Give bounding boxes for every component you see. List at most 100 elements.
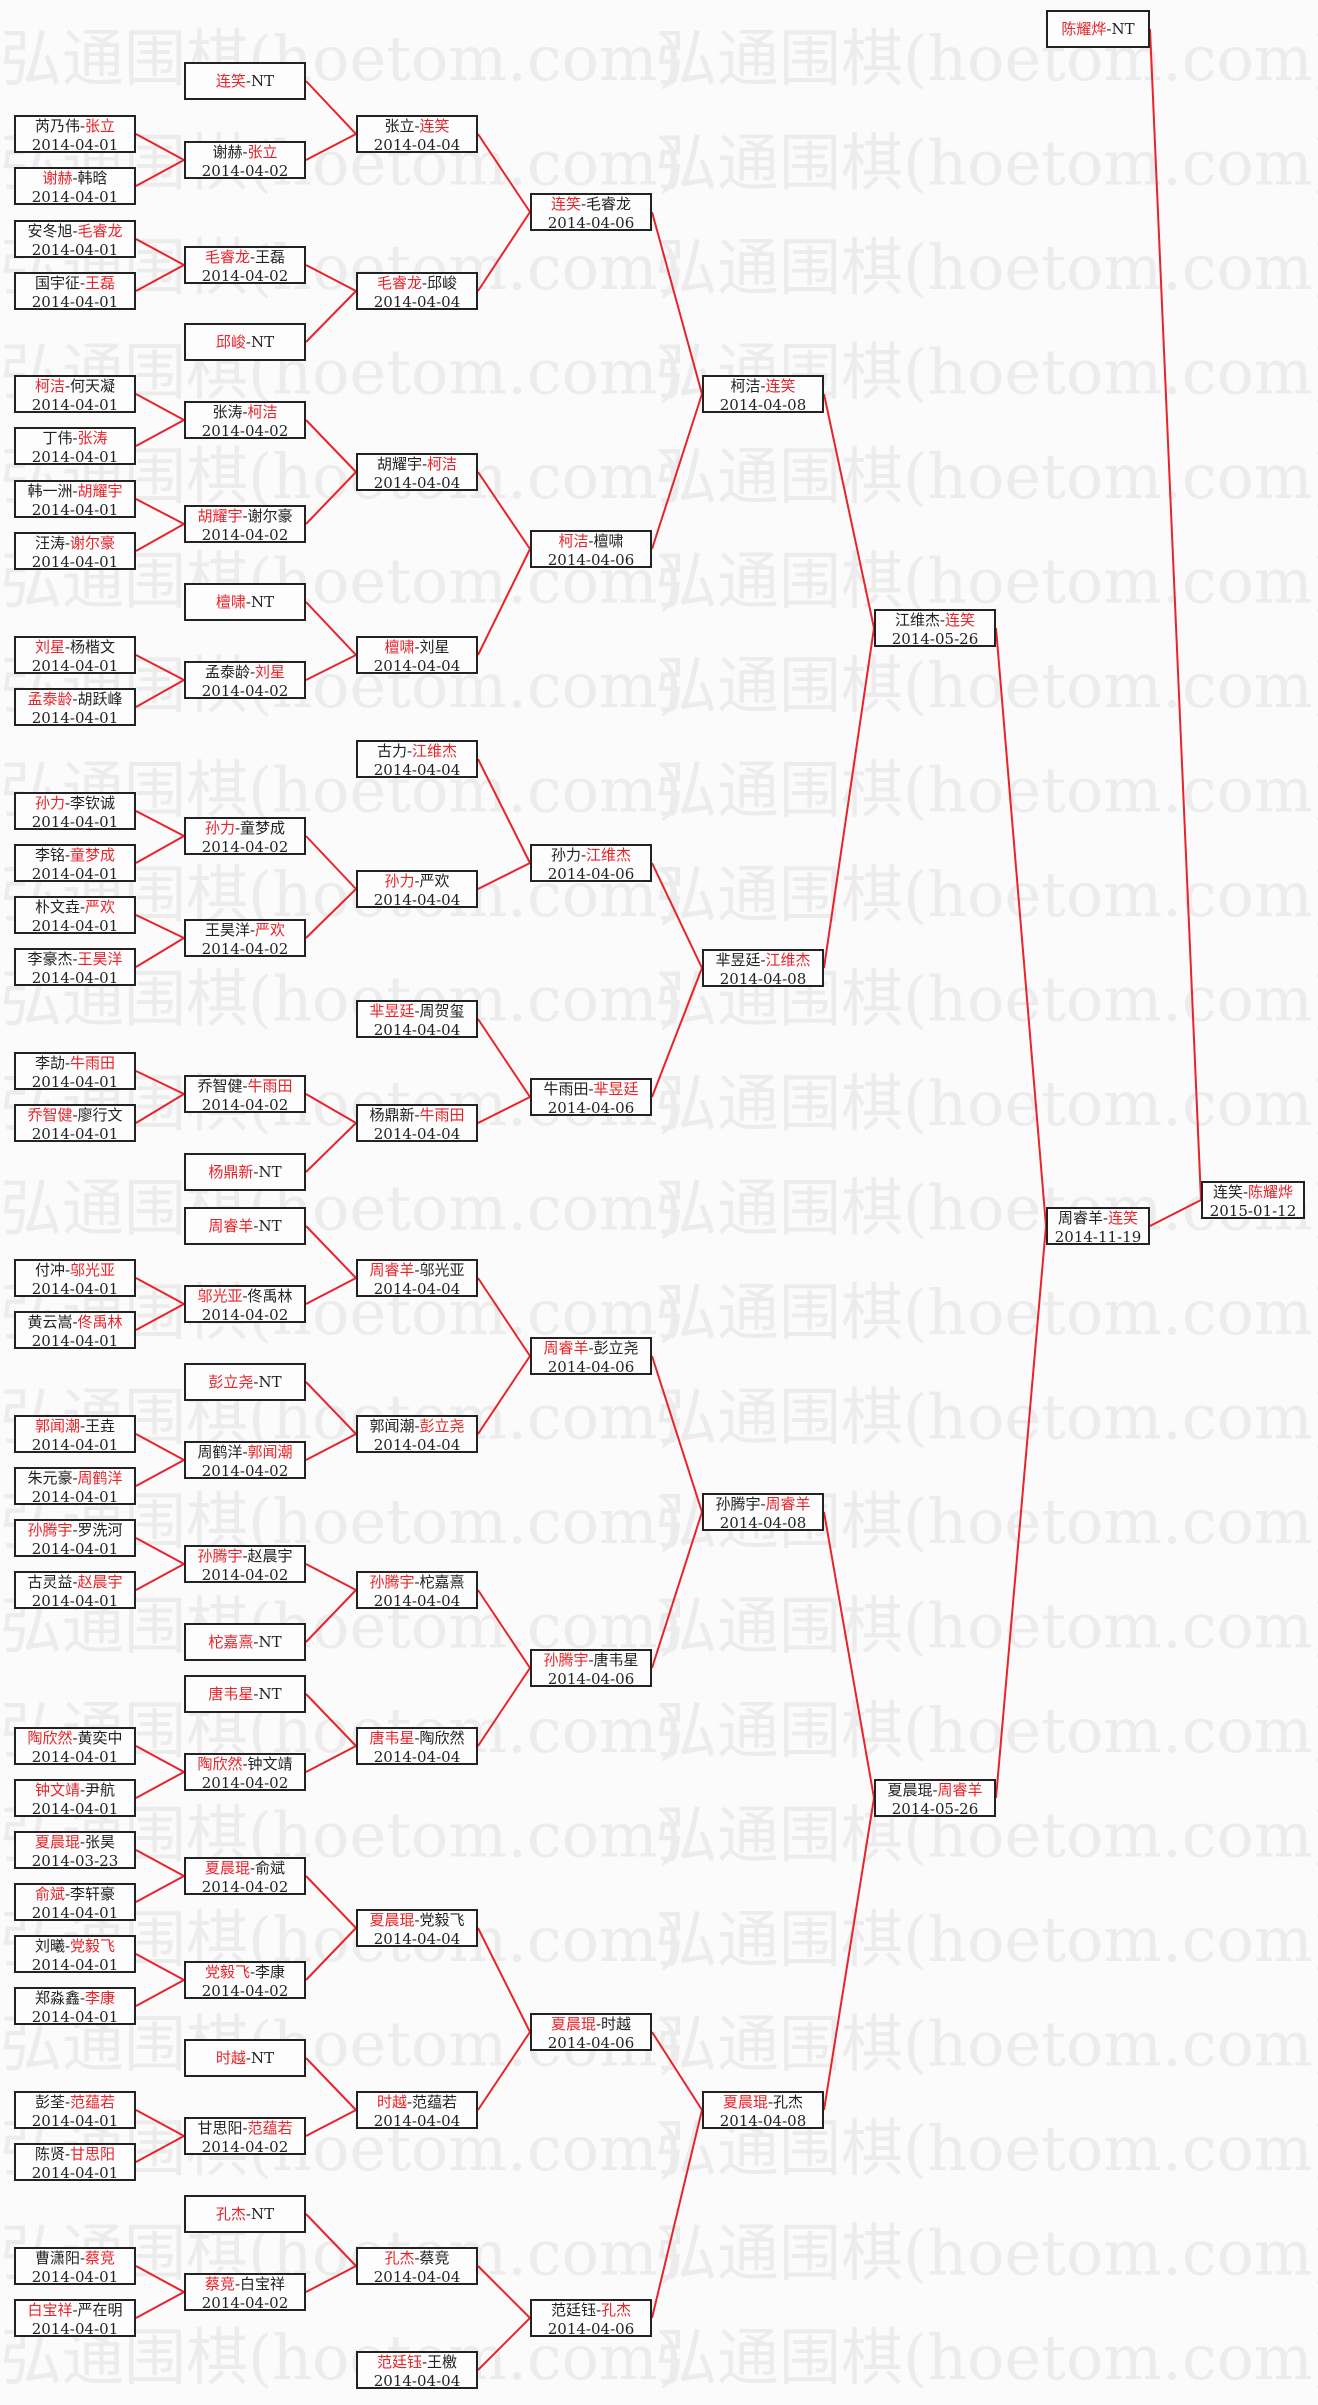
vs-separator: - [406,742,413,760]
match-players: 胡耀宇-谢尔豪 [186,507,304,526]
match-box[interactable]: 时越-NT [184,2039,306,2077]
match-box[interactable]: 唐韦星-NT [184,1675,306,1713]
match-date: 2014-04-06 [547,214,635,232]
match-box[interactable]: 杨鼎新-NT [184,1153,306,1191]
connector-line [135,1979,185,2007]
match-box[interactable]: 邱峻-NT [184,323,306,361]
match-box[interactable]: 孔杰-NT [184,2195,306,2233]
match-box[interactable]: 彭立尧-NT [184,1363,306,1401]
match-box[interactable]: 柁嘉熹-NT [184,1623,306,1661]
vs-separator: - [72,1573,78,1591]
match-box[interactable]: 周睿羊-NT [184,1207,306,1245]
match-box[interactable]: 连笑-NT [184,62,306,100]
match-date: 2014-04-01 [31,969,119,987]
match-box[interactable]: 陈耀烨-NT [1046,10,1150,48]
match-players: 柯洁-檀啸 [532,532,650,551]
vs-separator: - [414,117,420,135]
match-box[interactable]: 檀啸-NT [184,583,306,621]
match-players: 胡耀宇-柯洁 [358,455,476,474]
